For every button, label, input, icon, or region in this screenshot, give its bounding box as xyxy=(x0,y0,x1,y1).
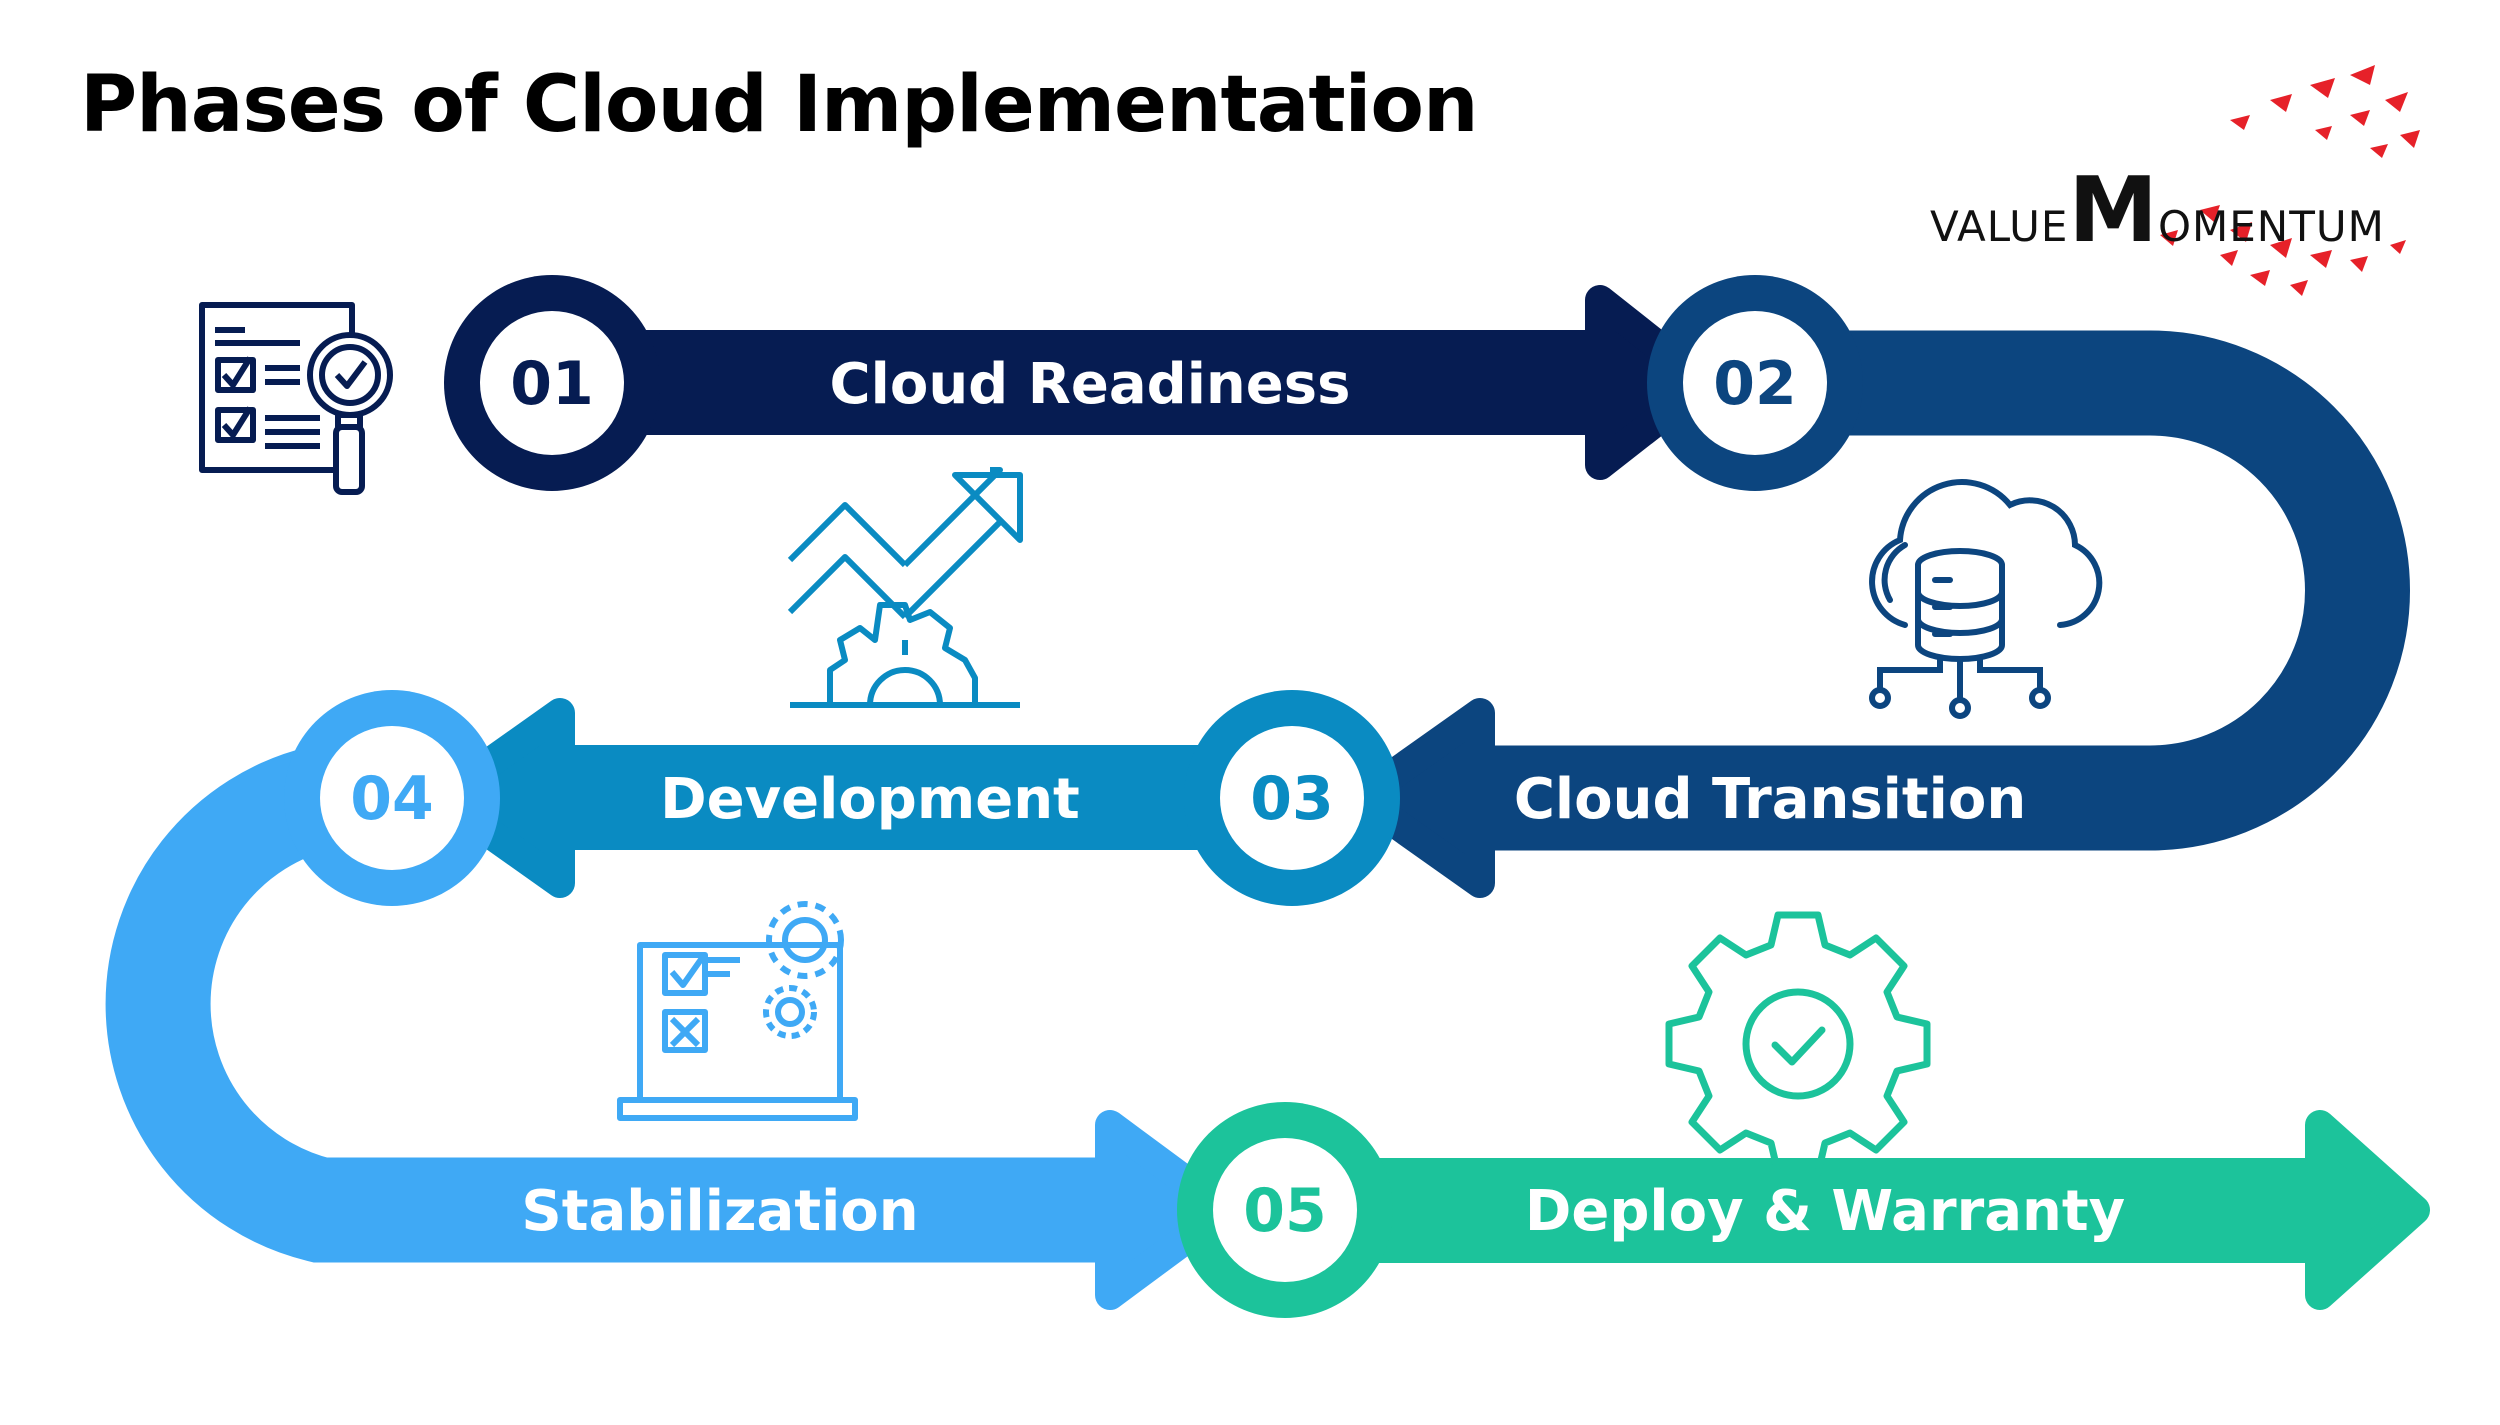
segment-development: Development xyxy=(425,698,1260,898)
phase-number: 03 xyxy=(1250,764,1334,834)
phase-number: 05 xyxy=(1243,1176,1327,1246)
checklist-magnifier-icon xyxy=(199,302,393,495)
phase-node-03: 03 xyxy=(1184,690,1400,906)
phase-node-01: 01 xyxy=(444,275,660,491)
logo-part-1: VALUE xyxy=(1930,202,2069,251)
arrowhead-right xyxy=(2305,1110,2430,1310)
segment-label-deploy-warranty: Deploy & Warranty xyxy=(1525,1179,2125,1244)
phase-number: 01 xyxy=(510,349,594,419)
segment-label-cloud-readiness: Cloud Readiness xyxy=(830,352,1351,417)
development-bar xyxy=(560,745,1260,850)
page-title: Phases of Cloud Implementation xyxy=(80,60,1479,150)
stabilization-curve xyxy=(105,745,1110,1263)
laptop-checklist-gears-icon xyxy=(617,901,858,1121)
valuemomentum-logo: VALUEMOMENTUM xyxy=(1930,60,2450,310)
phase-node-04: 04 xyxy=(284,690,500,906)
logo-wordmark: VALUEMOMENTUM xyxy=(1930,158,2385,263)
segment-deploy-warranty: Deploy & Warranty xyxy=(1330,1110,2430,1310)
segment-label-stabilization: Stabilization xyxy=(521,1179,918,1244)
logo-part-2: OMENTUM xyxy=(2157,202,2385,251)
segment-label-cloud-transition: Cloud Transition xyxy=(1514,767,2026,832)
phase-number: 04 xyxy=(350,764,434,834)
logo-dot-pattern xyxy=(2160,65,2420,296)
phase-node-05: 05 xyxy=(1177,1102,1393,1318)
return-curve xyxy=(1480,330,2410,851)
phase-number: 02 xyxy=(1713,349,1797,419)
segment-label-development: Development xyxy=(660,767,1080,832)
logo-initial: M xyxy=(2068,158,2158,263)
segment-cloud-readiness: Cloud Readiness xyxy=(560,285,1720,480)
gear-check-icon xyxy=(1665,911,1931,1177)
arrowhead-left xyxy=(1345,698,1495,898)
cloud-database-icon xyxy=(1869,479,2103,719)
growth-gear-icon xyxy=(787,467,1023,708)
readiness-bar xyxy=(560,330,1600,435)
deploy-bar xyxy=(1330,1158,2330,1263)
phase-node-02: 02 xyxy=(1647,275,1863,491)
segment-cloud-transition: Cloud Transition xyxy=(1345,330,2410,898)
arrowhead-right xyxy=(1095,1110,1240,1310)
segment-stabilization: Stabilization xyxy=(105,745,1240,1310)
